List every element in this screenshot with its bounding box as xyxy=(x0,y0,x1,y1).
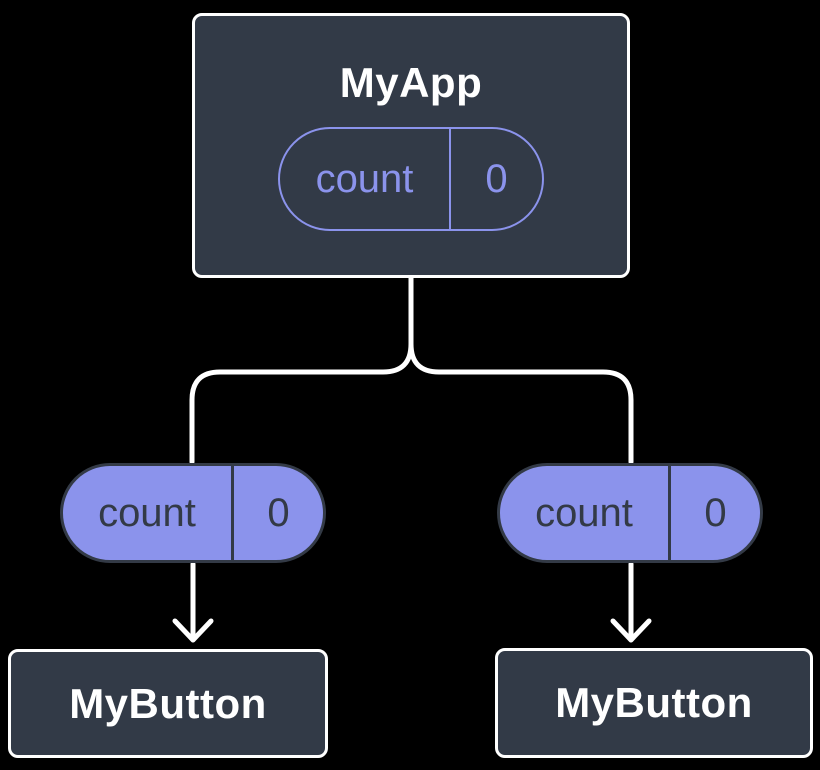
myapp-node: MyApp count 0 xyxy=(192,13,630,278)
prop-pill-left-value: 0 xyxy=(267,490,290,535)
mybutton-node-right: MyButton xyxy=(495,648,813,758)
arrow-left-head-icon xyxy=(172,618,214,643)
mybutton-right-title: MyButton xyxy=(555,679,753,726)
state-pill-value: 0 xyxy=(485,156,508,201)
branch-line-left xyxy=(189,275,414,465)
prop-pill-left: count 0 xyxy=(60,463,326,563)
branch-line-right xyxy=(408,275,634,465)
prop-pill-right: count 0 xyxy=(497,463,763,563)
prop-pill-right-value: 0 xyxy=(704,490,727,535)
arrow-right-head-icon xyxy=(610,618,652,643)
state-pill-label: count xyxy=(280,129,451,229)
mybutton-node-left: MyButton xyxy=(8,649,328,758)
prop-pill-right-label: count xyxy=(500,466,671,560)
mybutton-left-title: MyButton xyxy=(69,679,267,727)
state-pill: count 0 xyxy=(278,127,544,231)
myapp-title: MyApp xyxy=(339,59,483,106)
prop-pill-left-label: count xyxy=(63,466,234,560)
